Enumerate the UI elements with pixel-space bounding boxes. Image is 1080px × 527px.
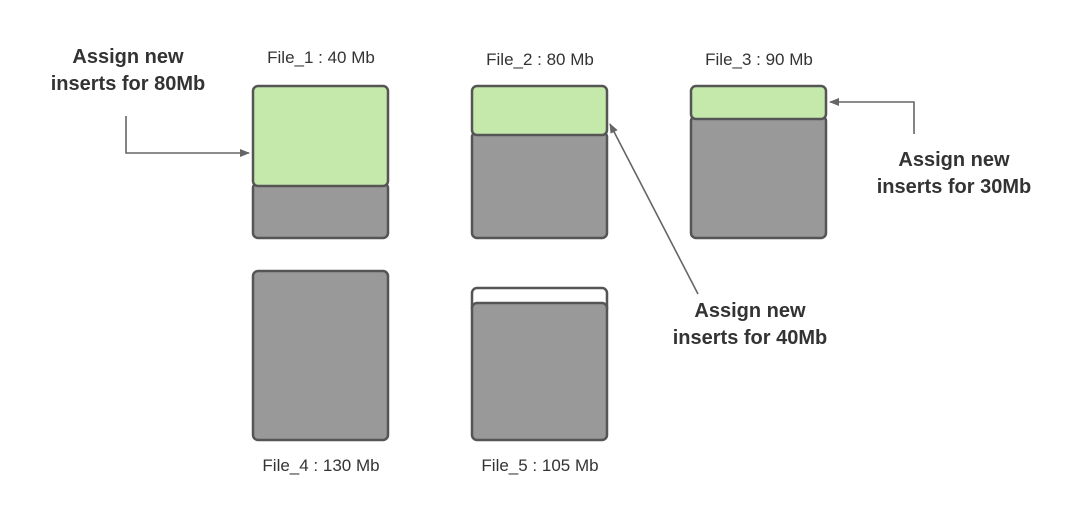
file-4-block: [251, 269, 390, 442]
annotation-file-2-line1: Assign new: [694, 300, 806, 322]
annotation-file-2: Assign new inserts for 40Mb: [650, 298, 850, 352]
annotation-file-2-line2: inserts for 40Mb: [672, 327, 828, 349]
file-3-label: File_3 : 90 Mb: [705, 50, 813, 69]
file-3-used: [689, 114, 828, 240]
annotation-file-3-line2: inserts for 30Mb: [876, 176, 1032, 198]
file-1-new-inserts: [251, 84, 390, 188]
file-3-block: [689, 84, 828, 240]
file-1-label: File_1 : 40 Mb: [267, 48, 375, 67]
file-1-used: [251, 181, 390, 240]
arrow-to-file-1: [125, 116, 250, 157]
annotation-file-1: Assign new inserts for 80Mb: [28, 44, 228, 98]
arrow-to-file-3: [829, 98, 915, 134]
file-2-new-inserts: [470, 84, 609, 137]
annotation-file-3-line1: Assign new: [898, 149, 1010, 171]
annotation-file-3: Assign new inserts for 30Mb: [854, 147, 1054, 201]
file-4-label: File_4 : 130 Mb: [262, 456, 380, 475]
file-5-used: [470, 301, 609, 442]
annotation-file-1-line2: inserts for 80Mb: [50, 73, 206, 95]
file-2-label: File_2 : 80 Mb: [486, 50, 594, 69]
file-1-block: [251, 84, 390, 240]
file-5-block: [470, 286, 609, 442]
arrow-to-file-2: [609, 123, 699, 295]
file-4-used: [251, 269, 390, 442]
file-5-label: File_5 : 105 Mb: [481, 456, 599, 475]
file-2-block: [470, 84, 609, 240]
annotation-file-1-line1: Assign new: [72, 46, 184, 68]
file-2-used: [470, 130, 609, 240]
file-3-new-inserts: [689, 84, 828, 121]
